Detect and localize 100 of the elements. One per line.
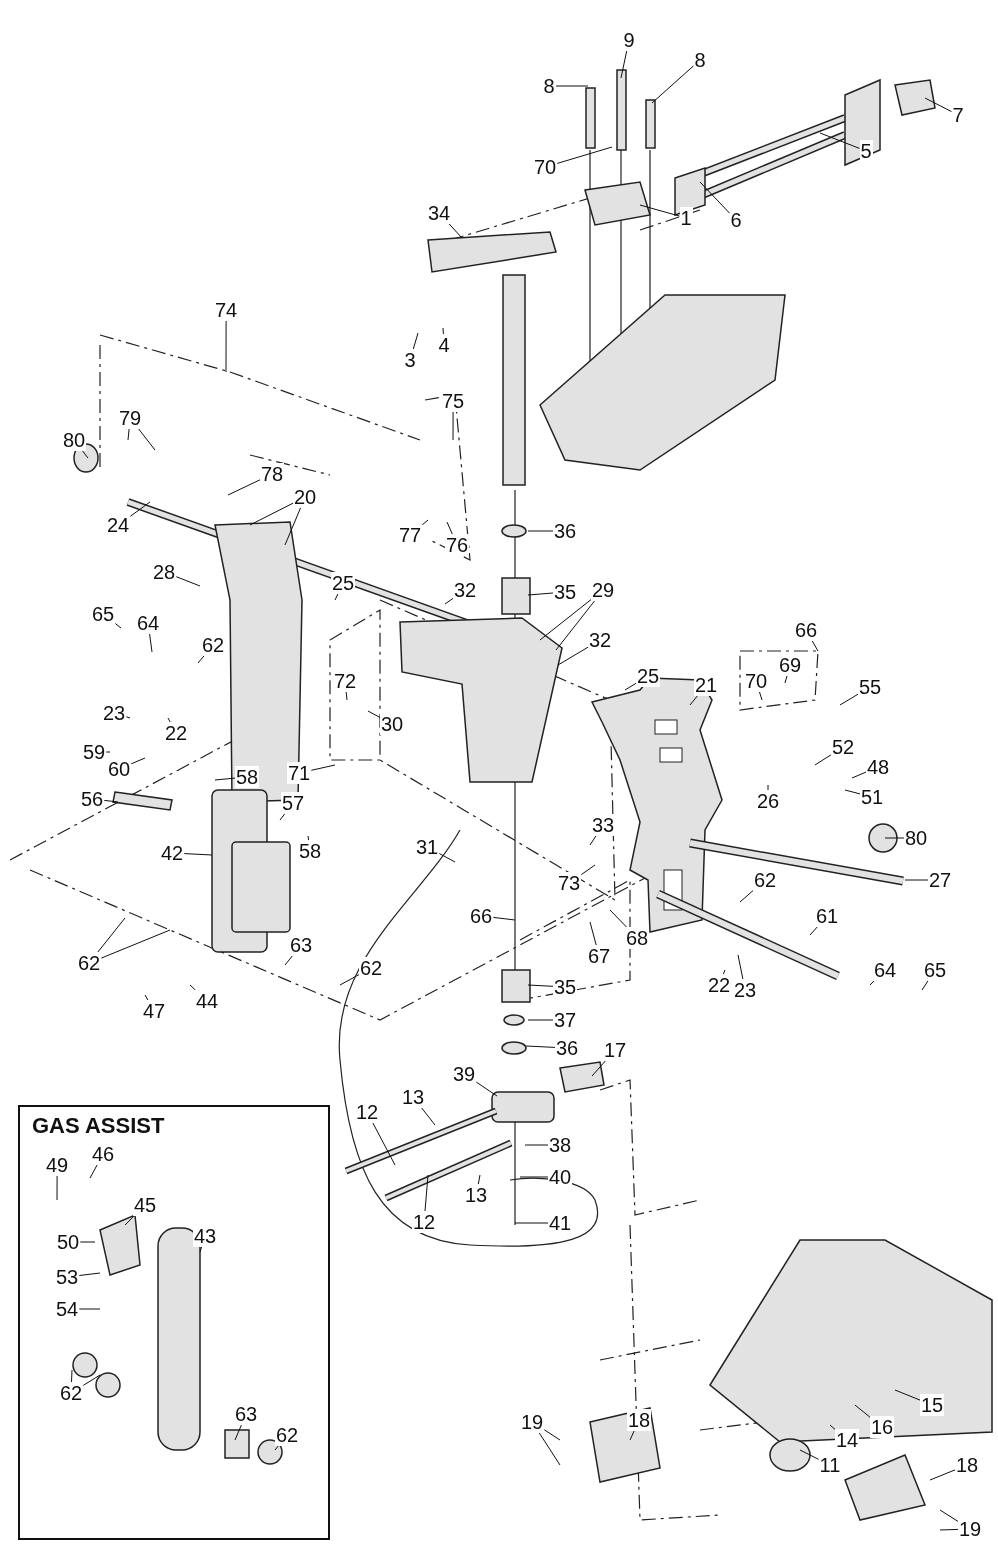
leader-line xyxy=(737,954,744,980)
leader-line xyxy=(543,1429,561,1441)
leader-line xyxy=(82,450,89,459)
leader-line xyxy=(149,633,153,653)
leader-line xyxy=(475,1081,498,1097)
leader-line xyxy=(492,916,516,921)
leader-line xyxy=(829,1424,836,1430)
leader-line xyxy=(924,97,952,113)
leader-line xyxy=(739,890,754,903)
leader-line xyxy=(819,132,860,149)
callout-number: 16 xyxy=(870,1416,895,1438)
callout-number: 18 xyxy=(627,1409,652,1431)
leader-line xyxy=(844,789,861,795)
inset-title: GAS ASSIST xyxy=(32,1113,165,1139)
leader-line xyxy=(527,1019,554,1021)
leader-line xyxy=(334,593,339,601)
leader-line xyxy=(555,85,589,87)
leader-line xyxy=(100,929,171,959)
leader-line xyxy=(894,1389,921,1401)
leader-line xyxy=(525,1045,556,1048)
leader-line xyxy=(225,320,227,373)
leader-line xyxy=(811,640,819,652)
leader-line xyxy=(929,1469,956,1481)
leader-line xyxy=(722,969,726,975)
inset-panel xyxy=(18,1105,330,1540)
leader-line xyxy=(527,592,554,596)
leader-line xyxy=(557,646,589,666)
leader-line xyxy=(127,428,130,441)
leader-line xyxy=(307,835,310,841)
leader-line xyxy=(629,1430,635,1441)
callout-number: 15 xyxy=(920,1394,945,1416)
leader-line xyxy=(839,693,859,706)
leader-line xyxy=(438,853,456,863)
callout-number: 30 xyxy=(380,713,405,735)
leader-line xyxy=(97,917,126,953)
leader-line xyxy=(234,1424,242,1441)
leader-line xyxy=(799,1449,819,1460)
callout-number: 68 xyxy=(625,927,650,949)
leader-line xyxy=(421,519,429,526)
leader-line xyxy=(227,479,261,496)
leader-line xyxy=(869,980,875,986)
leader-line xyxy=(144,994,149,1001)
leader-line xyxy=(689,695,698,706)
leader-line xyxy=(939,1509,959,1522)
leader-line xyxy=(189,984,196,991)
leader-line xyxy=(130,757,146,765)
leader-line xyxy=(624,682,637,691)
leader-line xyxy=(175,576,201,587)
leader-line xyxy=(759,691,763,701)
leader-line xyxy=(524,1144,549,1146)
leader-line xyxy=(249,502,294,526)
leader-line xyxy=(114,623,122,629)
leader-line xyxy=(539,599,592,641)
leader-line xyxy=(339,974,360,986)
leader-line xyxy=(939,1528,959,1531)
leader-line xyxy=(310,764,336,771)
leader-line xyxy=(421,1107,436,1126)
leader-line xyxy=(555,600,595,651)
leader-line xyxy=(442,327,444,335)
leader-line xyxy=(651,65,694,104)
leader-line xyxy=(519,1176,549,1178)
leader-line xyxy=(103,799,119,803)
leader-line xyxy=(345,691,348,701)
leader-line xyxy=(199,1246,203,1253)
leader-line xyxy=(527,530,554,532)
leader-line xyxy=(620,50,628,79)
leader-line xyxy=(167,717,171,723)
leader-line xyxy=(424,1174,429,1212)
leader-line xyxy=(589,921,597,946)
leader-line xyxy=(284,507,301,546)
leader-line xyxy=(904,879,929,881)
leader-line xyxy=(274,1445,279,1451)
leader-line xyxy=(138,428,156,451)
leader-line xyxy=(105,751,111,753)
leader-line xyxy=(477,1174,481,1185)
leader-line xyxy=(784,675,788,684)
leader-line xyxy=(609,909,627,928)
leader-line xyxy=(699,181,730,214)
leader-line xyxy=(214,777,236,781)
leader-line xyxy=(854,1404,871,1418)
callout-number: 71 xyxy=(287,762,312,784)
leader-line xyxy=(71,1369,73,1383)
leader-line xyxy=(183,853,213,856)
leader-line xyxy=(527,984,554,987)
leader-line xyxy=(884,837,905,839)
callout-number: 76 xyxy=(445,534,470,556)
leader-line xyxy=(580,864,596,876)
leader-line xyxy=(444,597,454,605)
leader-line xyxy=(452,411,454,441)
leader-line xyxy=(82,1374,101,1386)
leader-line xyxy=(921,980,929,991)
leader-line xyxy=(446,521,453,535)
leader-line xyxy=(372,1122,396,1166)
leader-line xyxy=(851,771,867,779)
leader-line xyxy=(767,784,769,791)
leader-line xyxy=(809,926,818,936)
leader-line xyxy=(197,655,205,664)
leader-line xyxy=(367,710,381,718)
leader-line xyxy=(279,813,286,821)
leader-line xyxy=(514,1222,549,1224)
